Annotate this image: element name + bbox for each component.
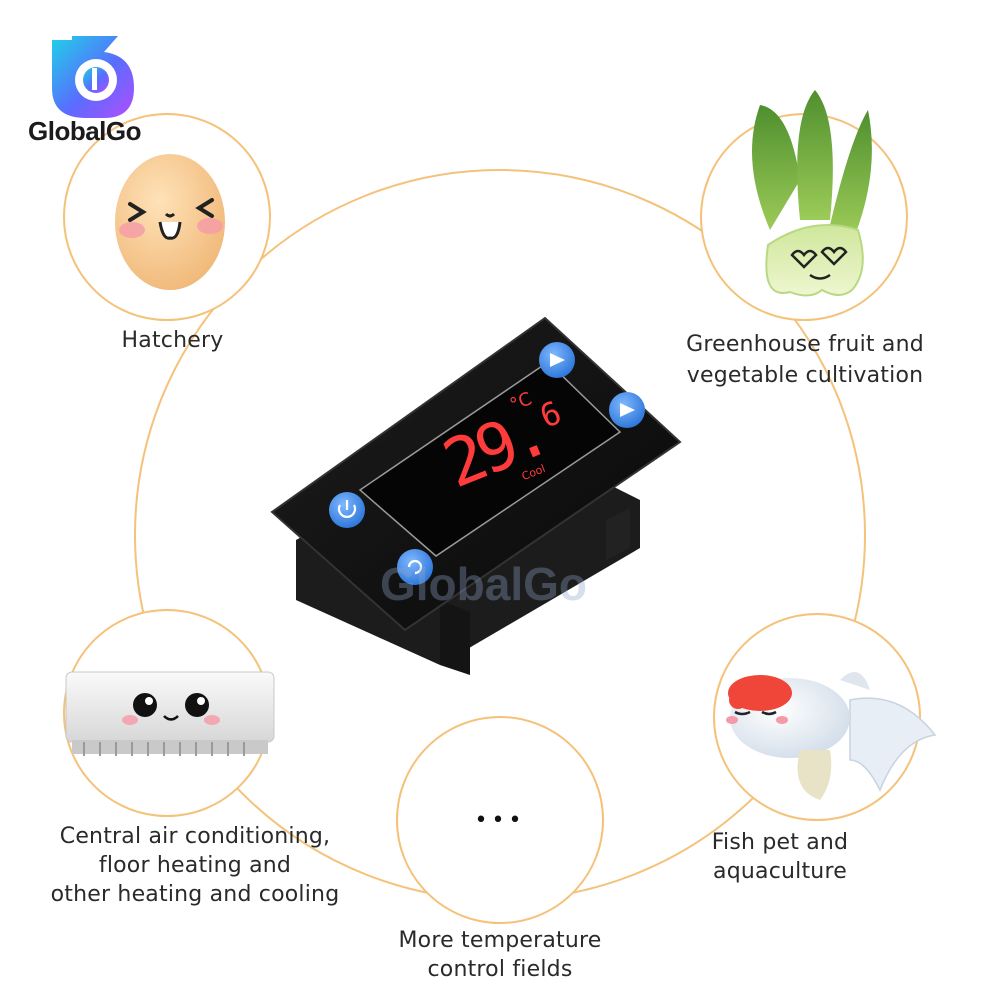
down-button[interactable] — [609, 392, 645, 428]
greenhouse-label-line2: vegetable cultivation — [686, 363, 924, 388]
fish-label-line1: Fish pet and — [711, 830, 849, 855]
air-conditioner-icon — [65, 671, 275, 756]
fish-icon — [726, 672, 937, 800]
up-button[interactable] — [539, 342, 575, 378]
set-button[interactable] — [397, 549, 433, 585]
brand-logo-icon — [52, 36, 134, 118]
fish-label-line2: aquaculture — [713, 859, 847, 884]
display-window — [358, 361, 622, 557]
watermark: GlobalGo — [380, 558, 587, 610]
more-label-line1: More temperature — [398, 928, 602, 953]
hvac-label-line1: Central air conditioning, — [59, 824, 331, 849]
vegetable-icon — [752, 90, 872, 297]
egg-icon — [115, 154, 225, 290]
more-label-line2: control fields — [427, 957, 573, 982]
more-ellipsis: ••• — [474, 808, 526, 833]
hvac-label-line2: floor heating and — [98, 853, 292, 878]
more-circle — [396, 716, 604, 924]
brand-name: GlobalGo — [28, 116, 142, 146]
hatchery-label: Hatchery — [121, 328, 224, 353]
power-button[interactable] — [329, 492, 365, 528]
thermostat-device — [270, 316, 682, 675]
hvac-label-line3: other heating and cooling — [50, 882, 340, 907]
greenhouse-label-line1: Greenhouse fruit and — [686, 332, 924, 357]
